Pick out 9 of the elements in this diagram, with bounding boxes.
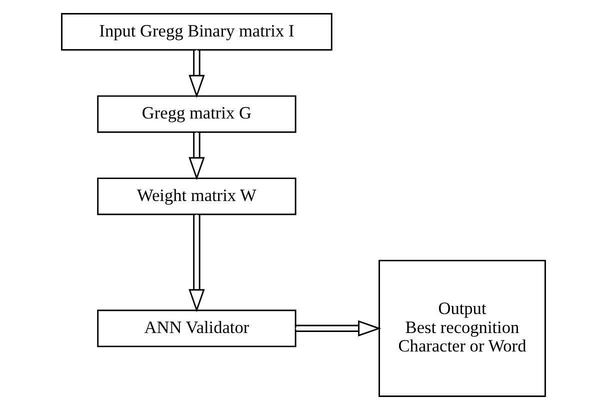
arrow — [295, 320, 381, 336]
node-box: Output Best recognition Character or Word — [378, 260, 546, 397]
node-box: Weight matrix W — [96, 178, 296, 216]
arrow — [188, 50, 204, 98]
node-box: ANN Validator — [96, 310, 296, 348]
arrow — [188, 132, 204, 180]
node-box: Input Gregg Binary matrix I — [60, 13, 332, 51]
arrow — [188, 214, 204, 312]
node-box: Gregg matrix G — [96, 95, 296, 133]
